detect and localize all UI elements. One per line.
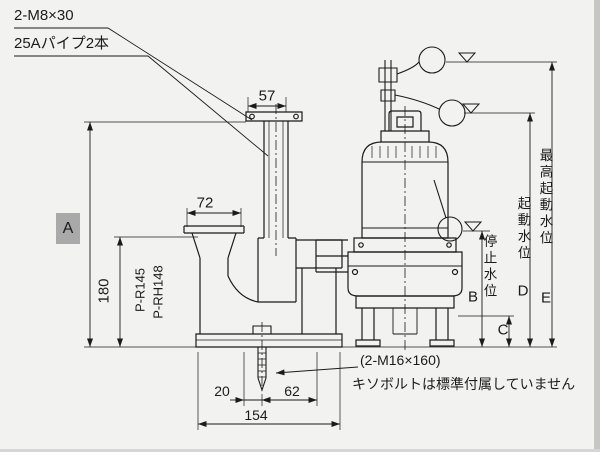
model-label-p-rh148: P-RH148 bbox=[150, 265, 166, 319]
pump-handle bbox=[396, 116, 414, 128]
water-level-symbols bbox=[457, 52, 483, 232]
leader-lines bbox=[14, 27, 359, 376]
pump-body bbox=[315, 110, 463, 347]
callout-bolt-spec: 2-M8×30 bbox=[14, 7, 74, 24]
base-plate bbox=[195, 333, 343, 348]
bracket-bolt-icon bbox=[293, 113, 299, 120]
discharge-claw bbox=[315, 239, 348, 273]
float-switch-max-start bbox=[418, 46, 446, 74]
float-switches bbox=[378, 46, 466, 242]
dim-c-label: C bbox=[497, 321, 509, 339]
pump-handle bbox=[388, 110, 422, 131]
callout-pipe-spec: 25Aパイプ2本 bbox=[14, 35, 110, 52]
dim-a-box: A bbox=[56, 213, 80, 244]
float-switch-start bbox=[438, 99, 466, 127]
float-cable bbox=[433, 179, 447, 219]
level-start-label: 起動水位 bbox=[515, 196, 531, 262]
scan-edge-bottom bbox=[0, 449, 600, 452]
level-stop-label: 停止水位 bbox=[481, 234, 497, 300]
water-level-icon bbox=[461, 103, 481, 114]
dim-a-label: A bbox=[62, 219, 74, 237]
level-max-start-label: 最高起動水位 bbox=[537, 148, 553, 247]
water-level-icon bbox=[457, 52, 477, 63]
model-label-p-r145: P-R145 bbox=[132, 267, 148, 313]
dim-180-label: 180 bbox=[95, 278, 113, 304]
anchor-bolt-spec: (2-M16×160) bbox=[360, 352, 441, 368]
dim-62-label: 62 bbox=[284, 383, 300, 399]
guide-pipe-assembly bbox=[245, 111, 303, 303]
bracket-bolt-icon bbox=[249, 113, 255, 120]
dimension-lines bbox=[84, 61, 557, 430]
scan-edge-right bbox=[594, 0, 600, 452]
water-level-icon bbox=[463, 221, 483, 232]
dim-20-label: 20 bbox=[214, 383, 230, 399]
dim-72-label: 72 bbox=[196, 194, 214, 212]
anchor-bolt-note: キソボルトは標準付属していません bbox=[352, 376, 576, 392]
dim-e-label: E bbox=[540, 289, 552, 307]
anchor-bolt bbox=[249, 325, 275, 392]
pump-strainer bbox=[355, 295, 455, 309]
discharge-stand bbox=[183, 225, 343, 348]
center-lines bbox=[261, 104, 406, 394]
cable-fittings bbox=[378, 67, 398, 102]
dim-154-label: 154 bbox=[244, 407, 268, 423]
float-cable bbox=[396, 61, 420, 75]
float-switch-stop bbox=[437, 216, 463, 242]
dim-d-label: D bbox=[517, 282, 529, 300]
dim-57-label: 57 bbox=[258, 87, 276, 105]
float-cable bbox=[394, 94, 440, 110]
power-cable bbox=[384, 60, 392, 131]
dim-b-label: B bbox=[467, 288, 479, 306]
